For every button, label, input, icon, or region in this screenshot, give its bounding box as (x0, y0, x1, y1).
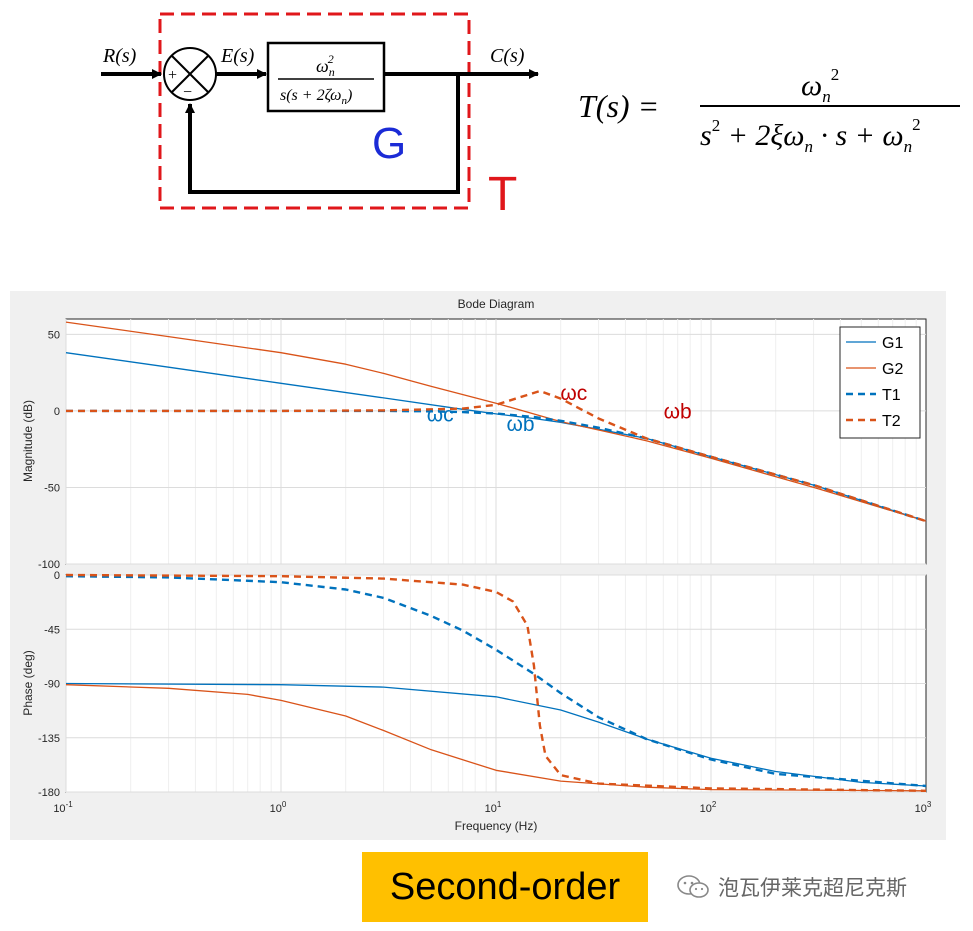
frequency-annotation: ωc (427, 404, 454, 427)
error-label: E(s) (220, 45, 255, 67)
magnitude-tick-label: 50 (48, 329, 60, 341)
formula-lhs: T(s) = (578, 88, 659, 124)
second-order-label-box: Second-order (362, 852, 648, 922)
g-label: G (372, 119, 406, 168)
formula-denominator: s2 + 2ξωn · s + ωn2 (700, 115, 921, 156)
output-label: C(s) (490, 45, 525, 67)
x-tick-label: 102 (700, 800, 717, 815)
phase-tick-label: -135 (38, 733, 60, 745)
phase-tick-label: -90 (44, 679, 60, 691)
t-label: T (488, 168, 517, 221)
wechat-icon (677, 875, 709, 898)
legend-label: G1 (882, 335, 903, 352)
g-block (266, 41, 386, 113)
magnitude-line-t2 (66, 389, 927, 523)
input-label: R(s) (102, 45, 137, 67)
magnitude-tick-label: 0 (54, 406, 60, 418)
minus-sign: − (183, 84, 192, 101)
x-tick-label: 101 (485, 800, 502, 815)
x-tick-label: 103 (915, 800, 932, 815)
feedback-path (185, 74, 460, 194)
chart-title: Bode Diagram (458, 297, 535, 311)
phase-tick-label: 0 (54, 570, 60, 582)
legend-label: T1 (882, 387, 901, 404)
x-tick-label: 100 (270, 800, 287, 815)
g-numerator: ωn2 (316, 52, 335, 79)
phase-tick-label: -180 (38, 787, 60, 799)
magnitude-y-label: Magnitude (dB) (21, 400, 35, 482)
watermark: 泡瓦伊莱克超尼克斯 (676, 872, 907, 902)
second-order-label: Second-order (389, 865, 621, 908)
x-axis-label: Frequency (Hz) (455, 819, 538, 833)
block-diagram: + − ωn2 s(s + 2ζωn) R(s) E(s) C(s) G T T… (101, 12, 960, 221)
legend-label: G2 (882, 361, 903, 378)
magnitude-tick-label: -50 (44, 482, 60, 494)
legend-label: T2 (882, 413, 901, 430)
t-boundary (158, 12, 471, 210)
frequency-annotation: ωc (560, 382, 587, 405)
magnitude-tick-label: -100 (38, 559, 60, 571)
magnitude-line-g2 (65, 321, 927, 522)
transfer-function: T(s) = ωn2 s2 + 2ξωn · s + ωn2 (578, 65, 960, 156)
plus-sign: + (168, 67, 177, 84)
watermark-text: 泡瓦伊莱克超尼克斯 (718, 876, 907, 900)
frequency-annotation: ωb (506, 413, 534, 436)
phase-line-t1 (65, 575, 927, 788)
x-tick-label: 10-1 (53, 800, 73, 815)
phase-line-g2 (65, 684, 927, 792)
phase-tick-label: -45 (44, 624, 60, 636)
phase-y-label: Phase (deg) (21, 650, 35, 715)
phase-line-t2 (65, 573, 927, 792)
g-denominator: s(s + 2ζωn) (280, 87, 352, 107)
formula-numerator: ωn2 (801, 65, 839, 106)
frequency-annotation: ωb (664, 401, 692, 424)
